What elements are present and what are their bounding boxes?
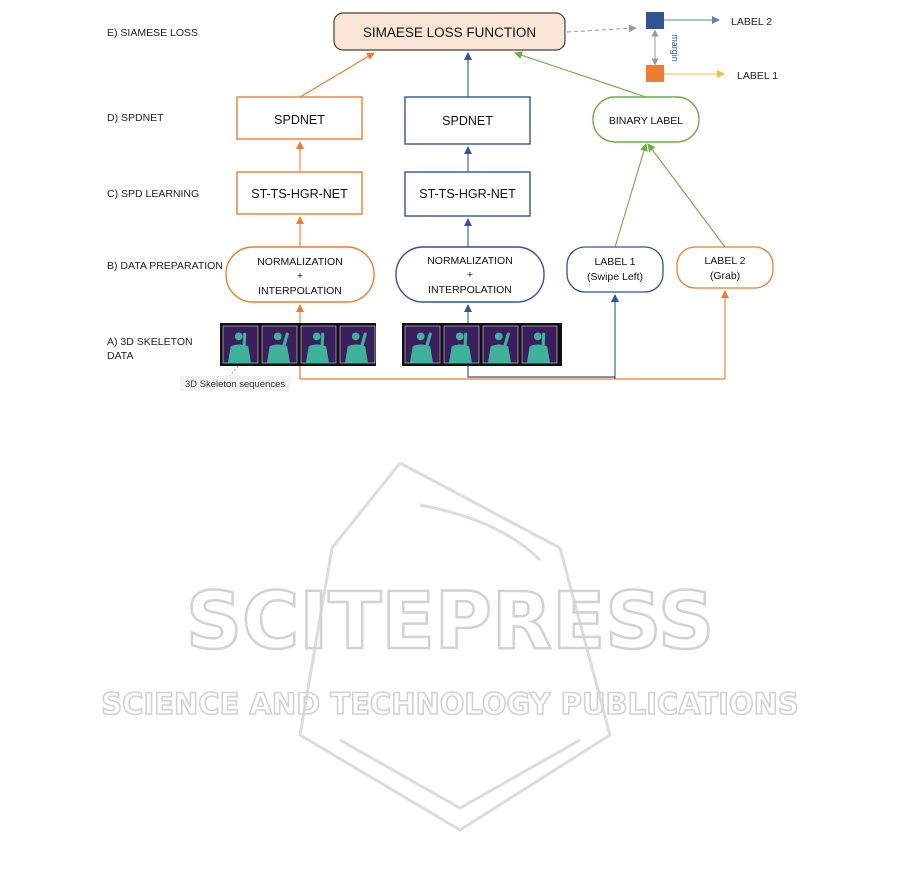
skeleton-frame	[339, 325, 376, 364]
st-net-box-blue	[404, 171, 531, 217]
st-net-box-orange	[236, 171, 363, 215]
margin-legend: LABEL 2 margin LABEL 1	[566, 12, 778, 82]
norm-line2-blue: INTERPOLATION	[428, 284, 512, 296]
branch-labels: BINARY LABEL LABEL 1 (Swipe Left) LABEL …	[514, 51, 774, 379]
stage-label-b: B) DATA PREPARATION	[107, 260, 223, 272]
norm-line1-blue: NORMALIZATION	[427, 255, 513, 267]
skeleton-frame	[404, 325, 441, 364]
watermark: SCITEPRESS SCIENCE AND TECHNOLOGY PUBLIC…	[100, 461, 800, 832]
label1-line1: LABEL 1	[594, 256, 635, 268]
spdnet-box-blue	[404, 96, 531, 145]
norm-plus-blue: +	[467, 269, 473, 281]
normalization-box-blue	[395, 246, 545, 303]
spdnet-box-orange	[236, 96, 363, 140]
norm-line1-orange: NORMALIZATION	[257, 256, 343, 268]
loss-function-label: SIMAESE LOSS FUNCTION	[363, 25, 536, 40]
st-net-label-orange: ST-TS-HGR-NET	[251, 187, 348, 201]
skeleton-frame	[300, 325, 337, 364]
legend-margin-label: margin	[670, 34, 680, 62]
branch-orange: SPDNET ST-TS-HGR-NET NORMALIZATION + INT…	[225, 52, 375, 323]
legend-orange-square	[646, 65, 664, 82]
skeleton-frame	[521, 325, 558, 364]
legend-blue-square	[646, 12, 664, 29]
skeleton-frame	[261, 325, 298, 364]
label1-box	[566, 246, 664, 293]
skeleton-frame	[482, 325, 519, 364]
skeleton-frame	[443, 325, 480, 364]
skeleton-frame	[222, 325, 259, 364]
norm-line2-orange: INTERPOLATION	[258, 285, 342, 297]
label1-line2: (Swipe Left)	[587, 271, 643, 283]
stage-label-c: C) SPD LEARNING	[107, 188, 199, 200]
binary-label-text: BINARY LABEL	[609, 115, 683, 127]
label2-line1: LABEL 2	[704, 255, 745, 267]
skeleton-strip-2	[402, 323, 562, 366]
stage-label-d: D) SPDNET	[107, 112, 164, 124]
label2-line2: (Grab)	[710, 270, 740, 282]
spdnet-label-blue: SPDNET	[442, 114, 493, 128]
stage-label-e: E) SIAMESE LOSS	[107, 27, 198, 39]
skeleton-strip-1	[220, 323, 376, 366]
watermark-subtitle: SCIENCE AND TECHNOLOGY PUBLICATIONS	[101, 687, 799, 721]
bottom-connectors	[299, 366, 725, 380]
skeleton-caption-text: 3D Skeleton sequences	[185, 379, 286, 390]
spdnet-label-orange: SPDNET	[274, 113, 325, 127]
watermark-emblem	[298, 461, 612, 832]
stage-label-a-line1: A) 3D SKELETON	[107, 336, 193, 348]
watermark-title: SCITEPRESS	[186, 577, 714, 667]
loss-function-box: SIMAESE LOSS FUNCTION	[333, 12, 566, 51]
skeleton-caption: 3D Skeleton sequences	[180, 365, 290, 391]
legend-label-1: LABEL 1	[737, 70, 778, 82]
legend-label-2: LABEL 2	[731, 16, 772, 28]
branch-blue: SPDNET ST-TS-HGR-NET NORMALIZATION + INT…	[395, 52, 545, 323]
norm-plus-orange: +	[297, 270, 303, 282]
stage-label-a-line2: DATA	[107, 350, 133, 362]
st-net-label-blue: ST-TS-HGR-NET	[419, 187, 516, 201]
